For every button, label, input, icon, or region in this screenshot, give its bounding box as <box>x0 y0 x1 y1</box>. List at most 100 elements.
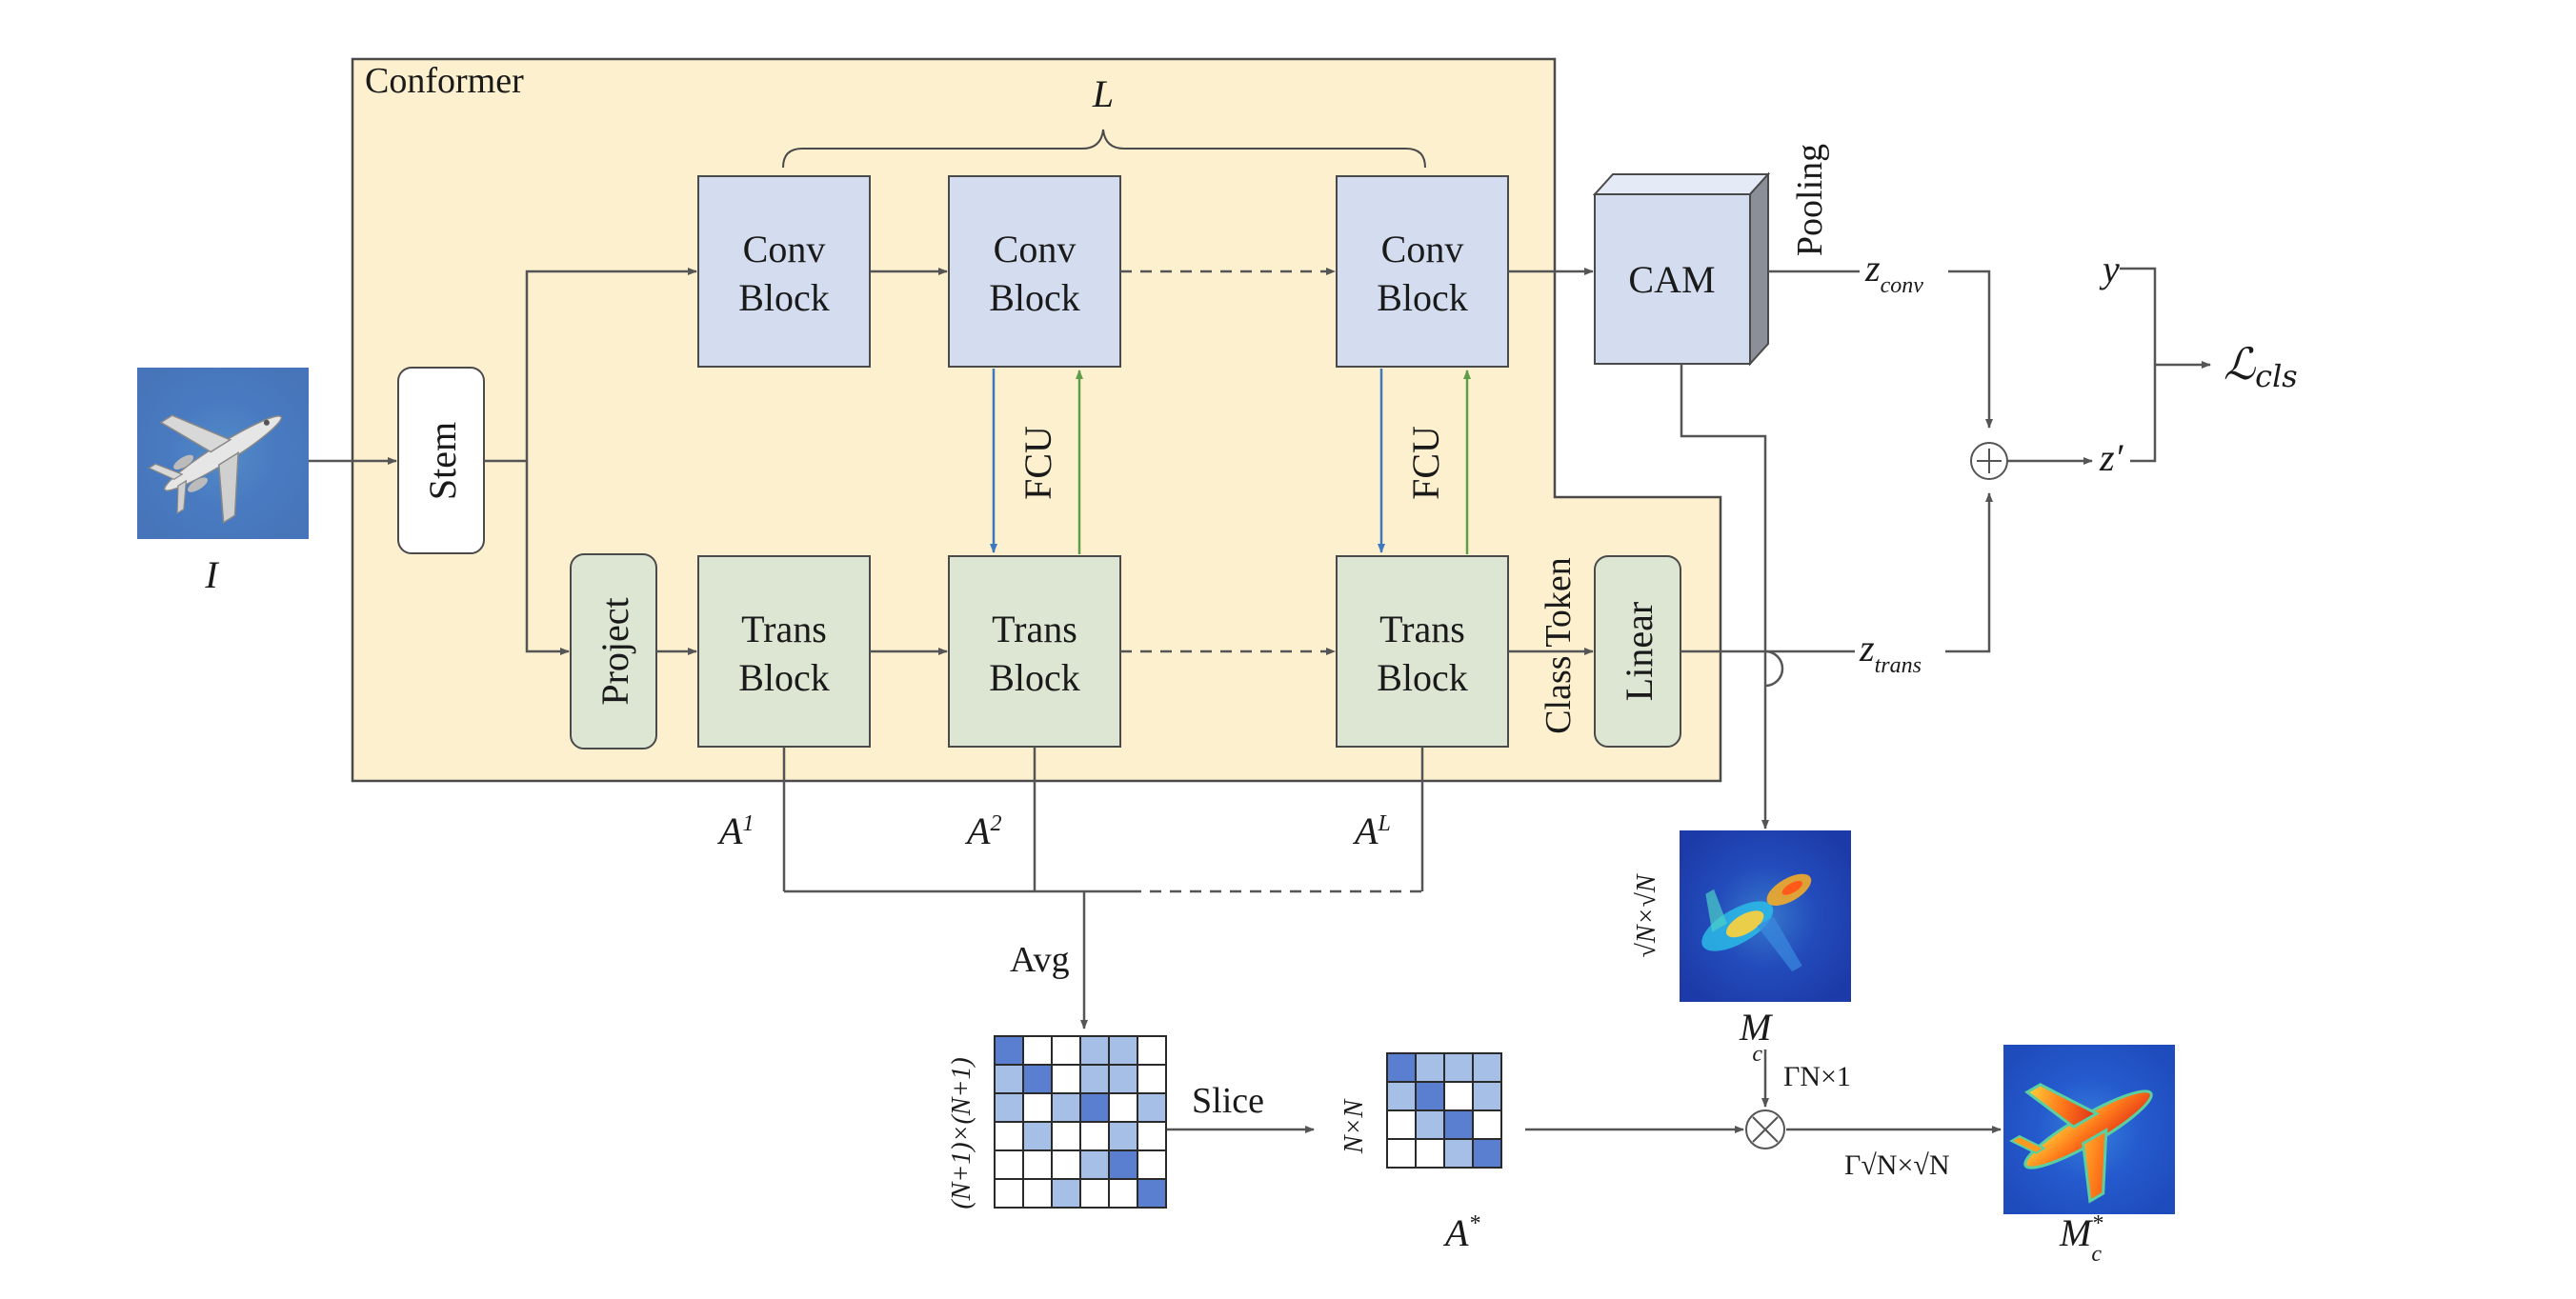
layer-count-label: L <box>1092 72 1114 115</box>
matrix-cell <box>994 1035 1024 1066</box>
airplane-icon <box>148 414 283 525</box>
matrix-cell <box>1108 1121 1138 1151</box>
gamma-n1-label: ΓN×1 <box>1783 1061 1851 1092</box>
y-label: y <box>2099 248 2120 290</box>
matrix-cell <box>1051 1064 1081 1094</box>
matrix-cell <box>1443 1081 1474 1111</box>
trans-block-1: Trans Block <box>697 555 871 748</box>
conv-block-line1: Conv <box>994 228 1077 270</box>
matrix-cell <box>1022 1064 1053 1094</box>
trans-block-line2: Block <box>1377 656 1468 699</box>
linear-label: Linear <box>1618 602 1660 701</box>
pooling-label: Pooling <box>1790 144 1830 256</box>
matrix-cell <box>1022 1121 1053 1151</box>
matrix-cell <box>994 1178 1024 1209</box>
loss-label: ℒcls <box>2224 338 2298 394</box>
conv-block-1: Conv Block <box>697 175 871 368</box>
cam-label: CAM <box>1628 258 1715 301</box>
attn-label-1: A1 <box>716 809 754 852</box>
matrix-cell <box>1051 1149 1081 1180</box>
matrix-cell <box>1108 1064 1138 1094</box>
attention-matrix-sliced <box>1386 1052 1502 1169</box>
avg-label: Avg <box>1010 940 1070 980</box>
matrix-cell <box>994 1092 1024 1123</box>
trans-block-l: Trans Block <box>1336 555 1509 748</box>
class-token-label: Class Token <box>1539 557 1579 734</box>
gamma-sqrt-label: Γ√N×√N <box>1844 1149 1950 1181</box>
matrix-cell <box>1386 1109 1417 1140</box>
matrix-cell <box>1108 1035 1138 1066</box>
matrix-cell <box>1137 1149 1167 1180</box>
matrix-cell <box>1079 1121 1110 1151</box>
matrix-cell <box>994 1121 1024 1151</box>
multiply-connectors <box>1525 1049 2002 1133</box>
conv-block-line2: Block <box>989 276 1080 319</box>
z-conv-label: zconv <box>1864 247 1923 298</box>
block-connectors <box>870 268 1336 655</box>
matrix-cell <box>1079 1064 1110 1094</box>
layer-brace <box>782 129 1426 169</box>
trans-block-line1: Trans <box>1379 608 1465 650</box>
matrix-cell <box>1079 1035 1110 1066</box>
matrix-cell <box>1022 1092 1053 1123</box>
matrix-cell <box>1022 1149 1053 1180</box>
matrix-cell <box>994 1149 1024 1180</box>
matrix-cell <box>994 1064 1024 1094</box>
refined-heatmap <box>2003 1045 2175 1214</box>
matrix-cell <box>1137 1092 1167 1123</box>
matrix-cell <box>1137 1064 1167 1094</box>
trans-block-line1: Trans <box>992 608 1077 650</box>
matrix-cell <box>1108 1178 1138 1209</box>
matrix-cell <box>1137 1178 1167 1209</box>
fcu-label-2: FCU <box>1404 426 1447 500</box>
matrix-cell <box>1079 1178 1110 1209</box>
attention-matrix-full <box>994 1035 1167 1209</box>
attn-label-l: AL <box>1352 809 1391 852</box>
matrix-cell <box>1051 1178 1081 1209</box>
cam-cube: CAM <box>1592 171 1771 367</box>
input-label: I <box>204 553 219 596</box>
attention-connectors <box>782 747 1424 1029</box>
mc-dim-label: √N×√N <box>1632 873 1661 957</box>
matrix-cell <box>1386 1052 1417 1083</box>
small-matrix-dim-label: N×N <box>1339 1099 1369 1155</box>
z-trans-label: ztrans <box>1859 627 1922 678</box>
output-connectors <box>1680 267 2211 829</box>
conv-block-l: Conv Block <box>1336 175 1509 368</box>
fcu-label-1: FCU <box>1016 426 1059 500</box>
z-prime-label: z′ <box>2099 436 2124 479</box>
conv-block-line1: Conv <box>1381 228 1464 270</box>
matrix-cell <box>1108 1092 1138 1123</box>
cam-heatmap <box>1680 830 1851 1002</box>
matrix-cell <box>1415 1052 1445 1083</box>
conv-block-line2: Block <box>738 276 830 319</box>
matrix-cell <box>1415 1138 1445 1169</box>
fcu-arrows <box>990 369 1471 554</box>
conformer-label: Conformer <box>365 61 524 101</box>
matrix-cell <box>1443 1052 1474 1083</box>
matrix-cell <box>1386 1138 1417 1169</box>
trans-block-2: Trans Block <box>948 555 1121 748</box>
slice-label: Slice <box>1192 1081 1264 1121</box>
matrix-cell <box>1472 1138 1502 1169</box>
matrix-cell <box>1137 1121 1167 1151</box>
matrix-cell <box>1472 1052 1502 1083</box>
matrix-cell <box>1051 1092 1081 1123</box>
mc-star-label: M*c <box>2059 1211 2103 1267</box>
matrix-cell <box>1079 1149 1110 1180</box>
matrix-cell <box>1022 1035 1053 1066</box>
matrix-cell <box>1443 1109 1474 1140</box>
matrix-cell <box>1386 1081 1417 1111</box>
stem-label: Stem <box>421 422 464 500</box>
matrix-cell <box>1472 1081 1502 1111</box>
matrix-cell <box>1472 1109 1502 1140</box>
matrix-cell <box>1079 1092 1110 1123</box>
matrix-cell <box>1443 1138 1474 1169</box>
matrix-cell <box>1051 1121 1081 1151</box>
conv-block-line2: Block <box>1377 276 1468 319</box>
matrix-cell <box>1108 1149 1138 1180</box>
big-matrix-dim-label: (N+1)×(N+1) <box>947 1057 976 1209</box>
attn-label-2: A2 <box>964 809 1001 852</box>
